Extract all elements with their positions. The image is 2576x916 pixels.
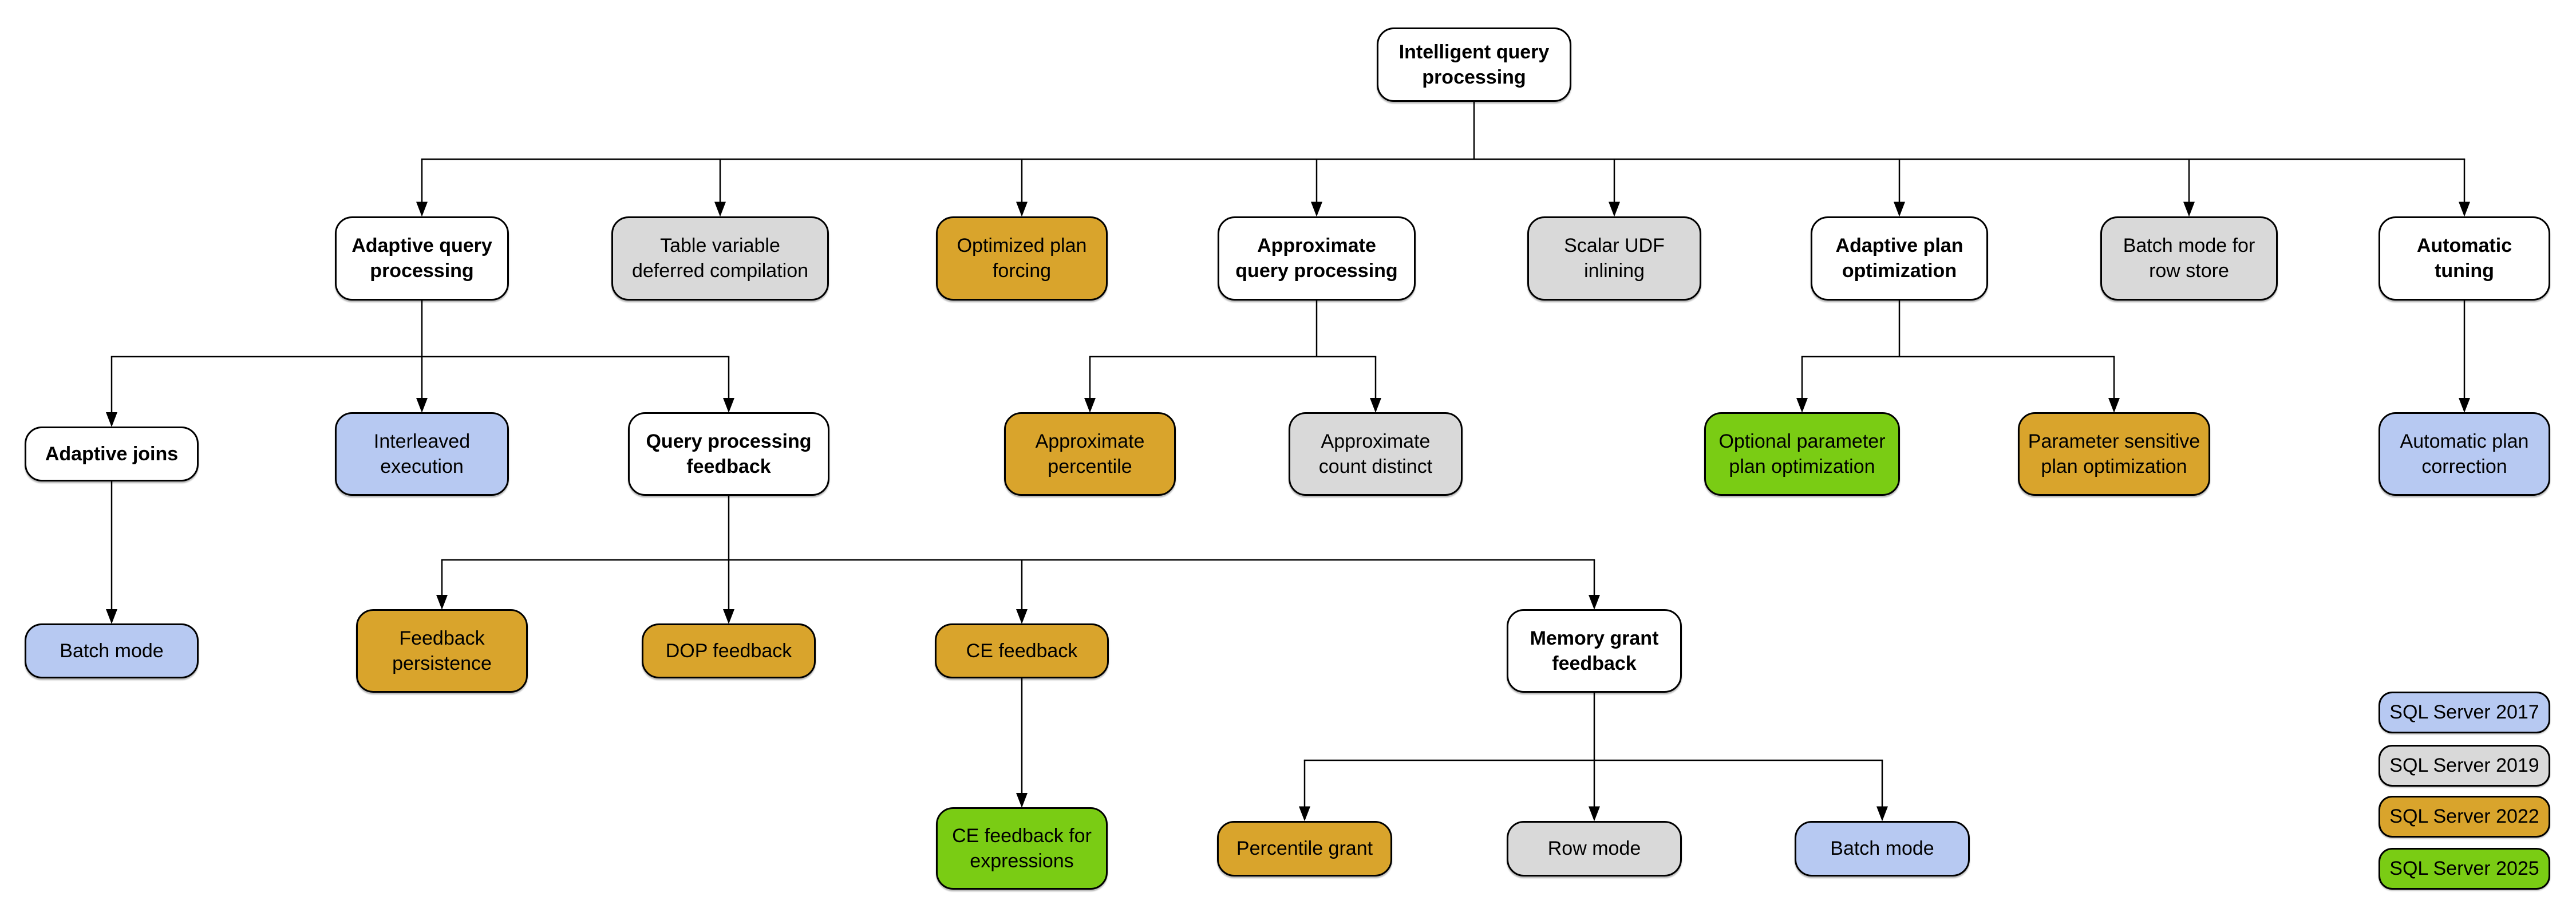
node-apct: Approximate percentile — [1004, 412, 1176, 496]
node-ie: Interleaved execution — [335, 412, 509, 496]
node-pspo: Parameter sensitive plan optimization — [2018, 412, 2210, 496]
node-rm: Row mode — [1507, 820, 1682, 876]
legend-item-sql-server-2025: SQL Server 2025 — [2379, 848, 2550, 890]
node-qpf: Query processing feedback — [628, 412, 829, 496]
node-at: Automatic tuning — [2379, 216, 2550, 301]
node-oppo: Optional parameter plan optimization — [1704, 412, 1900, 496]
node-dop: DOP feedback — [642, 623, 816, 678]
node-acd: Approximate count distinct — [1289, 412, 1463, 496]
node-tvdc: Table variable deferred compilation — [611, 216, 829, 301]
node-pg: Percentile grant — [1217, 820, 1392, 876]
node-ce: CE feedback — [935, 623, 1109, 678]
legend-item-sql-server-2022: SQL Server 2022 — [2379, 796, 2550, 838]
node-aqp: Adaptive query processing — [335, 216, 509, 301]
node-cefe: CE feedback for expressions — [936, 807, 1108, 890]
node-aqproc: Approximate query processing — [1218, 216, 1416, 301]
node-fp: Feedback persistence — [356, 609, 528, 693]
node-bm1: Batch mode — [25, 623, 199, 678]
node-mgf: Memory grant feedback — [1507, 609, 1682, 693]
legend-item-sql-server-2019: SQL Server 2019 — [2379, 745, 2550, 787]
node-opf: Optimized plan forcing — [936, 216, 1108, 301]
node-bm2: Batch mode — [1795, 820, 1970, 876]
node-correction: Automatic plan correction — [2379, 412, 2550, 496]
node-aj: Adaptive joins — [25, 427, 199, 481]
node-bmrs: Batch mode for row store — [2100, 216, 2278, 301]
legend-item-sql-server-2017: SQL Server 2017 — [2379, 692, 2550, 733]
node-apo: Adaptive plan optimization — [1811, 216, 1988, 301]
node-sudf: Scalar UDF inlining — [1527, 216, 1701, 301]
node-root: Intelligent query processing — [1377, 27, 1571, 102]
